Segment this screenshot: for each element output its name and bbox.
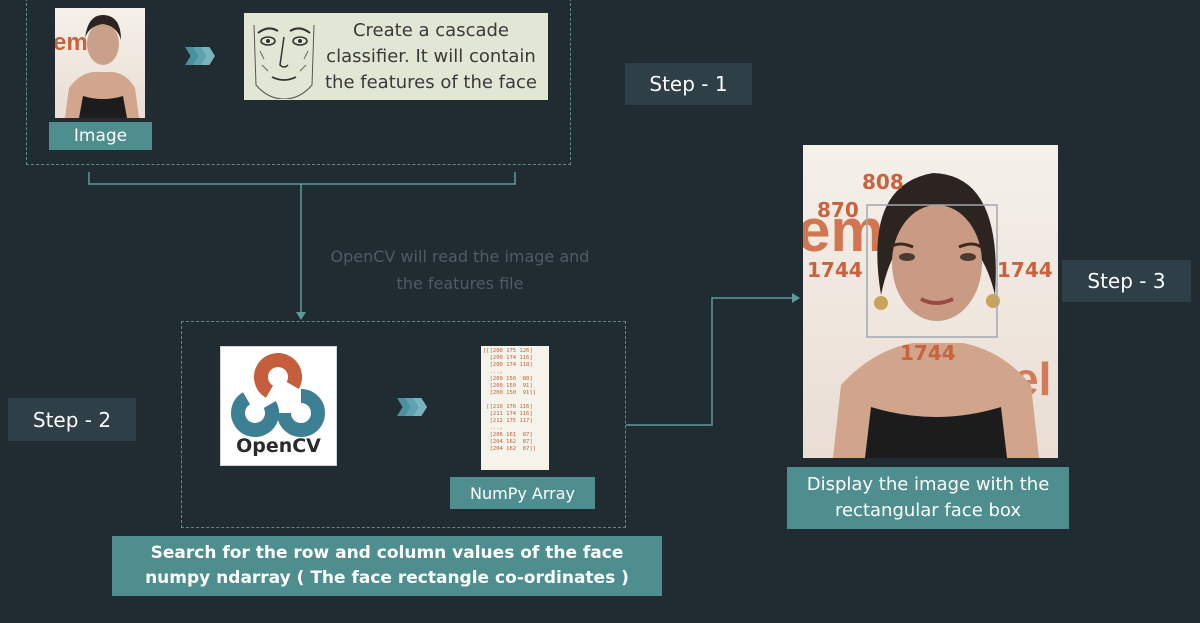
numpy-array-text: [[[200 175 126] [200 174 116] [200 174 1… [483,348,536,452]
opencv-logo-text: OpenCV [236,435,321,457]
display-caption: Display the image with the rectangular f… [787,467,1069,529]
coord-label-topleft: 870 [817,198,859,222]
coord-label-right: 1744 [997,258,1053,282]
numpy-array-preview: [[[200 175 126] [200 174 116] [200 174 1… [481,346,549,470]
step-3-label: Step - 3 [1062,260,1191,302]
step2-panel [181,321,626,528]
large-portrait-image: em el 808 870 1744 1744 1744 [803,145,1058,458]
svg-text:em: em [55,29,88,56]
step-2-label: Step - 2 [8,398,136,441]
classifier-box: Create a cascade classifier. It will con… [244,13,548,100]
chevron-arrow-icon [185,47,215,65]
face-sketch-icon [248,14,320,99]
step1-panel [26,0,571,165]
step-1-label: Step - 1 [625,63,752,105]
search-caption: Search for the row and column values of … [112,536,662,596]
coord-label-top: 808 [862,170,904,194]
small-portrait-image: em [55,8,145,118]
numpy-array-label: NumPy Array [450,477,595,509]
image-label: Image [49,122,152,150]
coord-label-left: 1744 [807,258,863,282]
classifier-text: Create a cascade classifier. It will con… [324,19,538,93]
opencv-logo: OpenCV [220,346,337,466]
middle-note: OpenCV will read the image and the featu… [330,247,590,293]
coord-label-bottom: 1744 [900,341,956,365]
svg-text:em: em [803,197,884,264]
chevron-arrow-icon [397,398,427,416]
